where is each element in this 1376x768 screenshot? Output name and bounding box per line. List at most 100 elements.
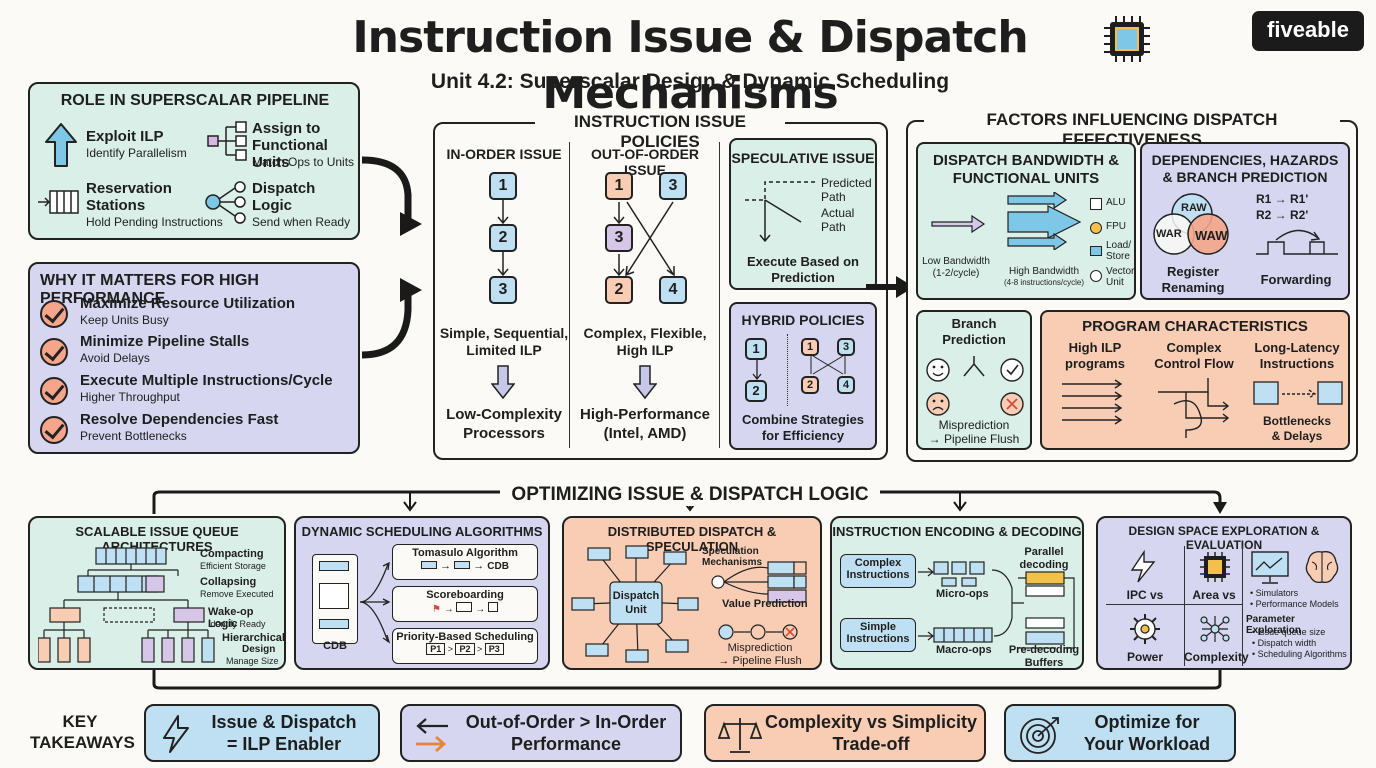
inorder-title: IN-ORDER ISSUE <box>446 146 562 162</box>
priority-tag: P1 <box>426 643 446 655</box>
why-item-sub: Prevent Bottlenecks <box>80 429 187 443</box>
gear-icon <box>1130 614 1160 644</box>
complex-label: Instructions <box>846 569 910 581</box>
arrow-up-icon <box>45 123 77 167</box>
role-title: ROLE IN SUPERSCALAR PIPELINE <box>60 92 330 109</box>
pre-decoding-label: Pre-decoding <box>1008 644 1080 656</box>
alu-icon <box>1090 198 1102 210</box>
pre-decoding-label: Buffers <box>1024 657 1064 669</box>
branch-title: Prediction <box>942 332 1006 347</box>
macro-ops-label: Macro-ops <box>936 644 992 656</box>
dispatch-network-icon <box>571 545 699 663</box>
queue-tree-icon <box>38 547 215 663</box>
policies-panel: INSTRUCTION ISSUE POLICIES IN-ORDER ISSU… <box>433 112 888 460</box>
takeaways-label: KEY <box>62 712 98 731</box>
actual-label: Path <box>821 220 846 234</box>
checkmark-icon <box>40 338 68 366</box>
speculative-desc: Prediction <box>771 270 835 285</box>
brain-icon <box>1305 551 1339 584</box>
role-item-label: Dispatch <box>252 180 316 197</box>
dse-title: DESIGN SPACE EXPLORATION & EVALUATION <box>1128 524 1320 552</box>
simple-label: Simple <box>859 621 897 633</box>
forwarding-label: Forwarding <box>1260 272 1332 287</box>
renaming-label: Renaming <box>1161 280 1225 295</box>
role-item-label: Assign to <box>252 120 321 137</box>
queue-item-label: Collapsing <box>200 576 257 588</box>
checkmark-icon <box>40 416 68 444</box>
ooo-result: High-Performance <box>579 406 711 423</box>
cdb-stack <box>312 554 358 644</box>
network-icon <box>1200 616 1230 642</box>
forwarding-icon <box>1256 229 1338 255</box>
bandwidth-box: DISPATCH BANDWIDTH & FUNCTIONAL UNITS Lo… <box>916 142 1136 300</box>
instruction-box: 1 <box>801 338 819 356</box>
inorder-desc: Simple, Sequential, <box>439 325 569 341</box>
dispatch-unit-label: Unit <box>625 604 647 616</box>
simple-label: Instructions <box>846 633 910 645</box>
queue-item-sub: Manage Size <box>226 656 279 666</box>
instruction-box: 4 <box>837 376 855 394</box>
takeaway-text: Out-of-Order > In-Order <box>465 712 667 732</box>
enc-title: INSTRUCTION ENCODING & DECODING <box>832 524 1082 539</box>
arrow-right-icon <box>866 276 914 298</box>
instruction-box: 1 <box>489 172 517 200</box>
connector-arrows <box>361 156 422 359</box>
branch-box: Branch Prediction Misprediction → Pipeli… <box>916 310 1032 450</box>
spec-mech-label: Speculation Mechanisms <box>702 546 763 568</box>
venn-label: WAW <box>1195 228 1228 243</box>
area-label: Area vs <box>1192 588 1236 602</box>
scoreboarding-label: Scoreboarding <box>426 589 504 601</box>
dse-sim-label: • Simulators <box>1250 588 1299 598</box>
dist-panel: DISTRIBUTED DISPATCH & SPECULATION Dispa… <box>562 516 822 670</box>
scoreboarding-box: Scoreboarding ⚑ → → <box>392 586 538 622</box>
rename-label: R2 → R2' <box>1256 208 1309 222</box>
ooo-desc: Complex, Flexible, <box>583 325 707 341</box>
vector-unit-icon <box>1090 270 1102 282</box>
why-panel: WHY IT MATTERS FOR HIGH PERFORMANCE Maxi… <box>28 262 360 454</box>
program-col-label: programs <box>1065 356 1125 371</box>
dse-sim-label: • Performance Models <box>1250 599 1339 609</box>
actual-label: Actual <box>821 206 855 220</box>
page-title: Instruction Issue & Dispatch Mechanisms <box>352 12 1028 119</box>
latency-icon <box>1253 381 1343 405</box>
sched-title: DYNAMIC SCHEDULING ALGORITHMS <box>301 524 543 539</box>
lightning-icon <box>1130 550 1156 583</box>
unit-label: Load/ <box>1106 240 1132 251</box>
role-panel: ROLE IN SUPERSCALAR PIPELINE Exploit ILP… <box>28 82 360 240</box>
instruction-box: 2 <box>605 276 633 304</box>
fpu-icon <box>1090 222 1102 234</box>
low-bandwidth-label: (1-2/cycle) <box>932 268 980 279</box>
program-col-label: Complex <box>1166 340 1222 355</box>
target-icon <box>1020 717 1059 754</box>
priority-tag: P3 <box>484 643 504 655</box>
takeaway-card: Optimize for Your Workload <box>1004 704 1236 762</box>
instruction-box: 3 <box>489 276 517 304</box>
deps-title: DEPENDENCIES, HAZARDS <box>1151 152 1339 168</box>
priority-label: Priority-Based Scheduling <box>396 631 534 643</box>
instruction-box: 2 <box>745 380 767 402</box>
factors-panel: FACTORS INFLUENCING DISPATCH EFFECTIVENE… <box>906 110 1358 462</box>
param-item: • Issue queue size <box>1252 627 1326 637</box>
prediction-outcome-icon <box>926 356 1024 416</box>
branch-path-icon <box>745 181 817 243</box>
inorder-result: Processors <box>463 425 545 442</box>
queue-item-label: Compacting <box>200 548 264 560</box>
dist-mis-label: → Pipeline Flush <box>718 655 802 667</box>
branch-desc: → Pipeline Flush <box>928 432 1020 446</box>
chip-icon <box>1200 552 1230 582</box>
role-item-sub: Match Ops to Units <box>252 155 355 169</box>
takeaway-text: Trade-off <box>832 734 910 754</box>
brand-logo[interactable]: fiveable <box>1252 11 1364 51</box>
dispatch-unit-label: Dispatch <box>612 590 660 602</box>
takeaway-text: = ILP Enabler <box>226 734 342 754</box>
power-label: Power <box>1126 650 1163 664</box>
takeaway-card: Out-of-Order > In-Order Performance <box>400 704 682 762</box>
why-item-label: Minimize Pipeline Stalls <box>80 333 250 350</box>
role-item-sub: Hold Pending Instructions <box>86 215 223 229</box>
swap-arrows-icon <box>416 718 448 753</box>
takeaway-text: Your Workload <box>1083 734 1211 754</box>
rename-label: R1 → R1' <box>1256 192 1309 206</box>
role-item-sub: Identify Parallelism <box>86 146 187 160</box>
hybrid-title: HYBRID POLICIES <box>741 312 865 328</box>
fanout-arrows-icon <box>359 561 391 644</box>
